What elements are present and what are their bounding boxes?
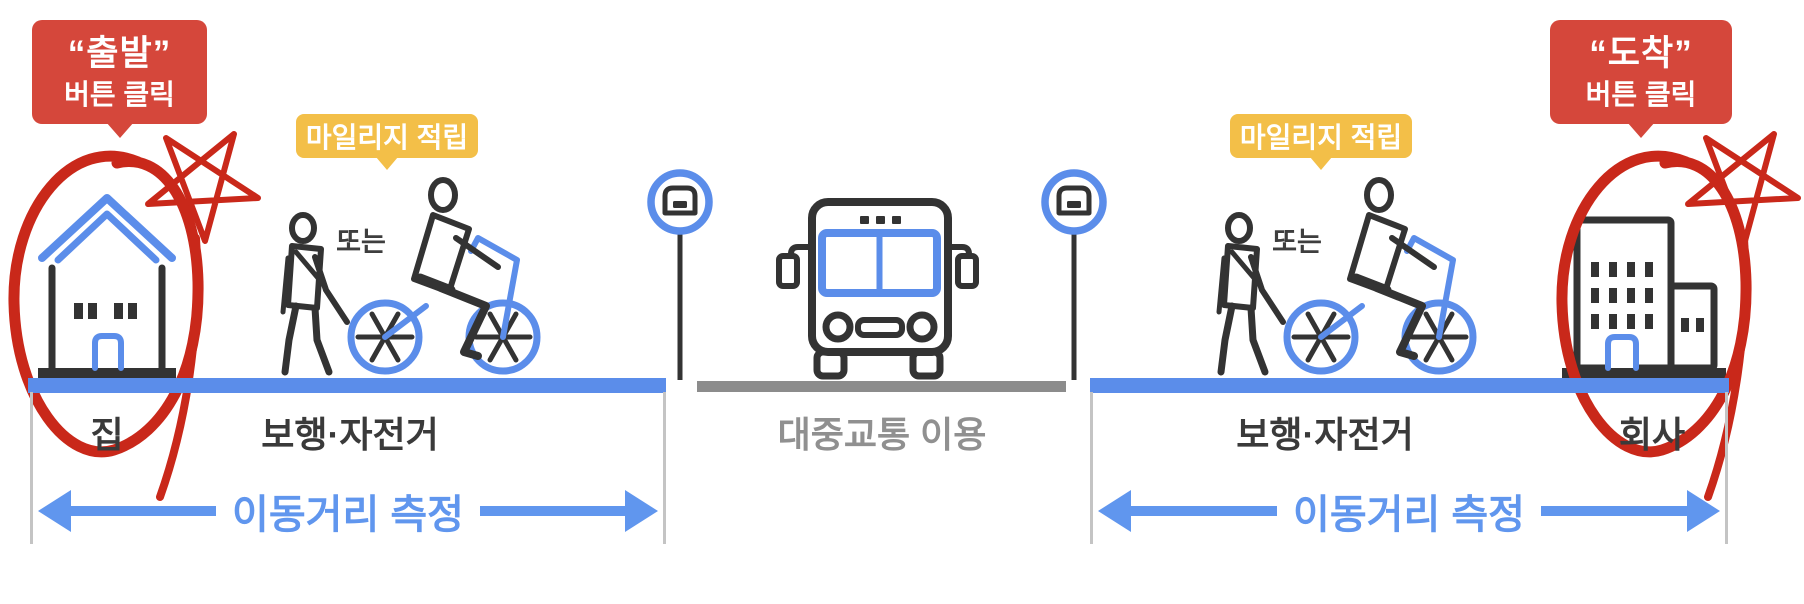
arrow-head-left-icon: [38, 490, 71, 532]
road-right-blue: [1090, 378, 1729, 393]
arrival-callout-title: “도착”: [1589, 33, 1693, 73]
arrival-callout-subtitle: 버튼 클릭: [1585, 79, 1697, 111]
arrow-head-right-icon: [1687, 490, 1721, 532]
section-divider: [1090, 392, 1093, 544]
or-text: 또는: [336, 227, 386, 257]
label-walk-bike-right: 보행·자전거: [1236, 414, 1414, 455]
mileage-badge: 마일리지 적립: [296, 114, 478, 158]
road-left-blue: [28, 378, 666, 393]
departure-button-callout: “출발” 버튼 클릭: [32, 20, 207, 124]
bus-stop-sign-icon: [651, 173, 709, 380]
departure-callout-title: “출발”: [67, 33, 172, 73]
or-text: 또는: [1272, 227, 1322, 257]
mileage-badge: 마일리지 적립: [1230, 114, 1412, 158]
label-home: 집: [90, 414, 124, 455]
distance-arrow-right-label: 이동거리 측정: [1293, 493, 1525, 537]
bicycle-rider-icon: [351, 180, 537, 371]
arrow-head-right-icon: [625, 490, 659, 532]
arrow-head-left-icon: [1098, 490, 1131, 532]
arrival-star-scribble: [1688, 134, 1798, 241]
bus-stop-sign-icon: [1045, 173, 1103, 380]
distance-arrow-left: 이동거리 측정: [38, 489, 659, 537]
arrival-button-callout: “도착” 버튼 클릭: [1550, 20, 1732, 124]
section-divider: [663, 392, 666, 544]
distance-arrow-right: 이동거리 측정: [1098, 489, 1721, 537]
label-transit: 대중교통 이용: [777, 414, 987, 455]
departure-star-scribble: [148, 134, 258, 241]
label-walk-bike-left: 보행·자전거: [261, 414, 439, 455]
distance-arrow-left-label: 이동거리 측정: [232, 493, 464, 537]
bus-icon: [776, 198, 979, 380]
bicycle-rider-icon: [1287, 180, 1473, 371]
departure-callout-subtitle: 버튼 클릭: [64, 79, 175, 111]
office-building-icon: [1562, 216, 1726, 379]
label-company: 회사: [1618, 414, 1686, 455]
road-middle-gray: [697, 381, 1066, 392]
house-icon: [38, 194, 176, 379]
section-divider: [30, 392, 33, 544]
section-divider: [1725, 392, 1728, 544]
